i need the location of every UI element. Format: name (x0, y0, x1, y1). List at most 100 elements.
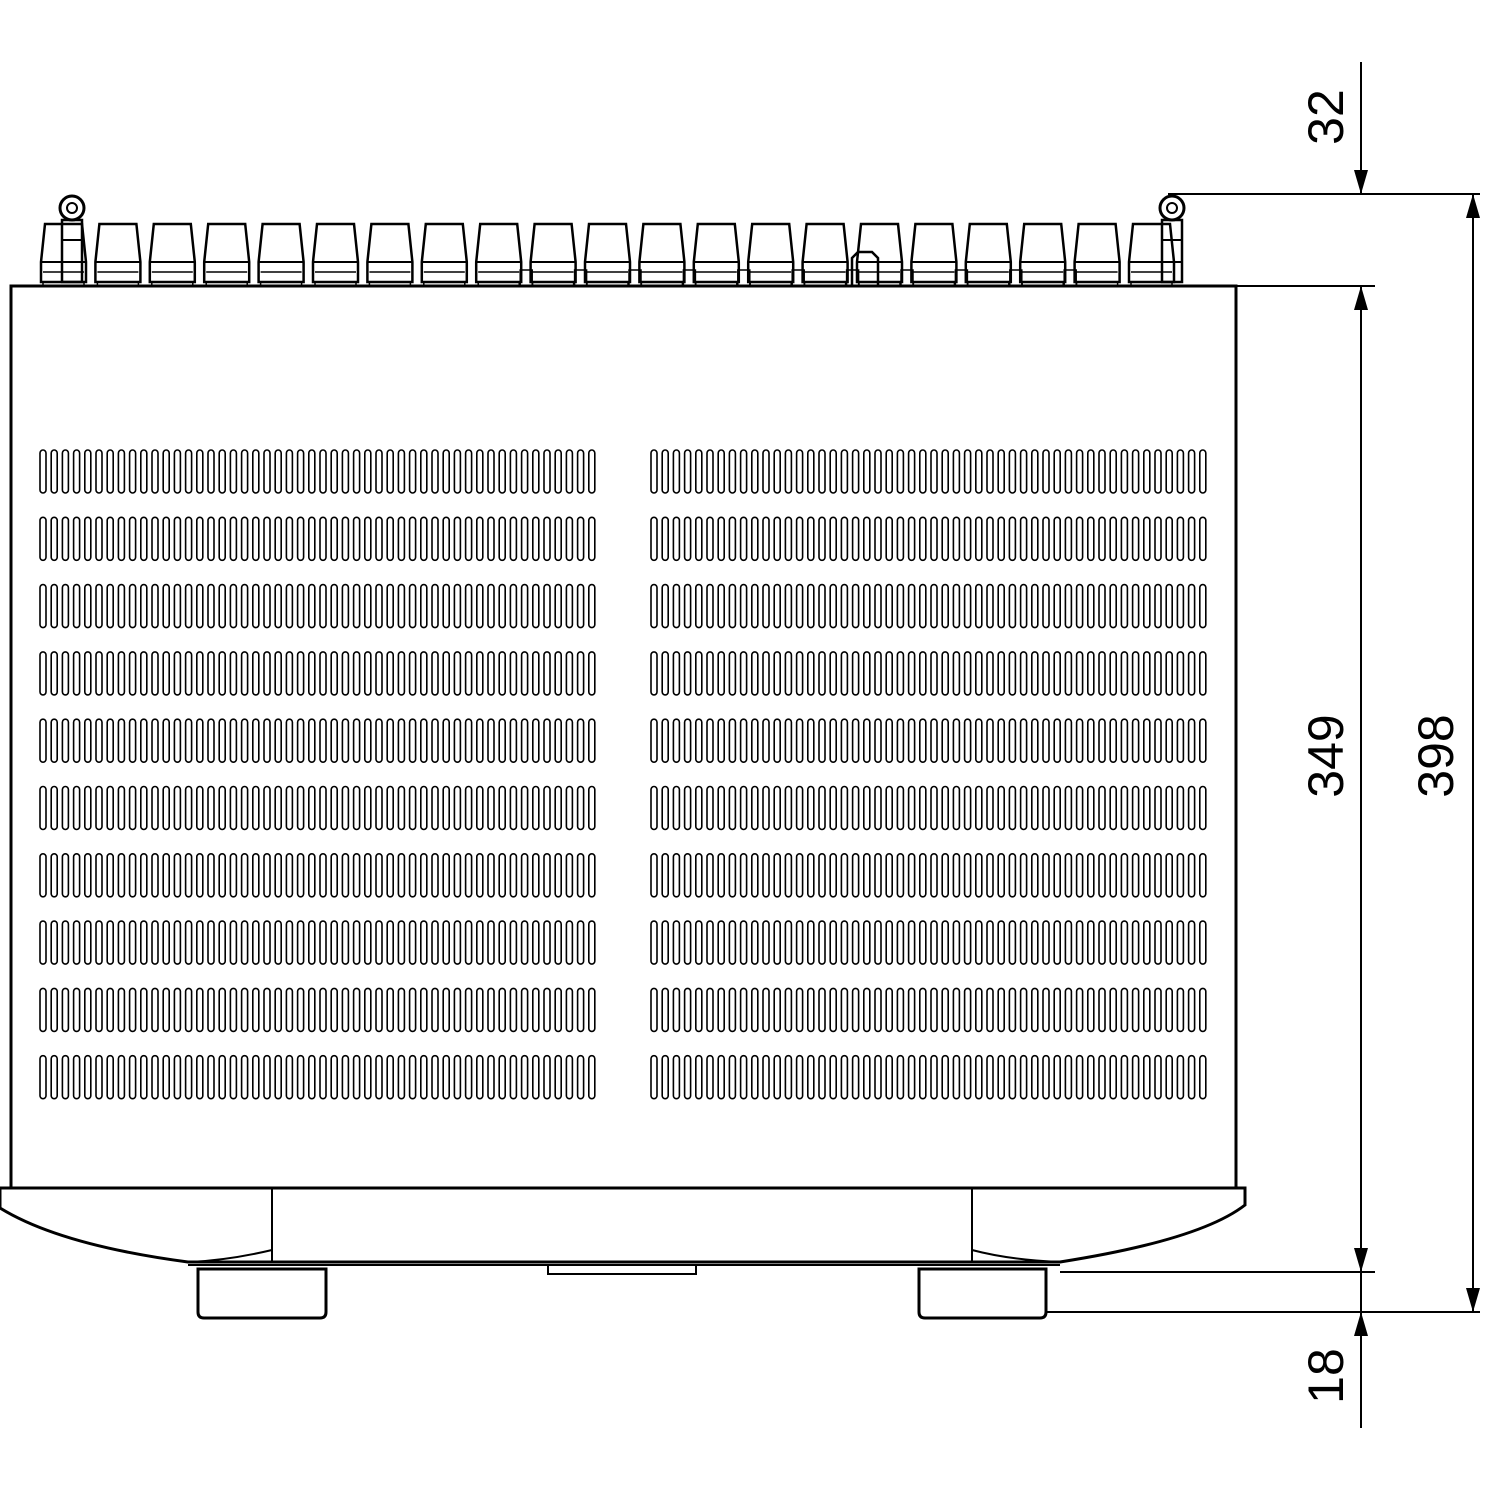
vent-slot (1087, 920, 1095, 965)
vent-slot (818, 987, 826, 1033)
vent-slot (963, 1054, 972, 1100)
vent-slot (363, 785, 372, 831)
vent-slot (952, 449, 961, 494)
vent-slot (661, 583, 670, 629)
vent-slot (1008, 852, 1017, 898)
vent-slot (952, 651, 961, 696)
vent-slot (706, 785, 714, 831)
dim-label-32: 32 (1298, 89, 1354, 145)
vent-slot (874, 785, 882, 831)
vent-slot (408, 718, 417, 764)
vent-slot (672, 1054, 681, 1100)
vent-slot (986, 1054, 994, 1100)
vent-slot (543, 449, 551, 494)
vent-slot (1042, 1054, 1050, 1100)
vent-slot (453, 449, 462, 494)
vent-slot (717, 987, 726, 1033)
vent-slot (72, 987, 81, 1033)
vent-slot (1042, 785, 1050, 831)
vent-slot (661, 516, 670, 562)
vent-slot (683, 718, 692, 764)
vent-slot (650, 987, 658, 1033)
vent-slot (307, 785, 316, 831)
vent-slot (784, 651, 793, 696)
vent-slot (39, 987, 47, 1033)
vent-slot (408, 1054, 417, 1100)
vent-slot (285, 516, 294, 562)
vent-slot (930, 516, 938, 562)
vent-slot (352, 920, 361, 965)
vent-slot (728, 785, 737, 831)
vent-slot (419, 449, 428, 494)
vent-slot (840, 718, 849, 764)
vent-slot (1165, 718, 1173, 764)
vent-slot (453, 987, 462, 1033)
terminal-post (692, 222, 741, 287)
vent-slot (907, 987, 916, 1033)
vent-slot (1131, 516, 1140, 562)
vent-slot (952, 785, 961, 831)
terminal-post (746, 222, 795, 287)
vent-slot (974, 516, 983, 562)
vent-slot (1143, 987, 1151, 1033)
vent-slot (554, 516, 563, 562)
terminal-post (1127, 222, 1176, 287)
terminal-post (311, 222, 360, 287)
vent-slot (442, 987, 451, 1033)
vent-slot (487, 852, 495, 898)
vent-slot (1075, 852, 1084, 898)
vent-slot (650, 852, 658, 898)
vent-slot (1131, 449, 1140, 494)
vent-slot (851, 449, 860, 494)
vent-slot (442, 920, 451, 965)
vent-slot (1064, 785, 1073, 831)
vent-slot (341, 516, 350, 562)
vent-slot (363, 449, 372, 494)
vent-slot (106, 1054, 114, 1100)
vent-slot (117, 852, 126, 898)
vent-slot (762, 920, 770, 965)
vent-slot (464, 852, 473, 898)
vent-slot (1187, 920, 1196, 965)
vent-slot (706, 987, 714, 1033)
vent-slot (531, 449, 540, 494)
vent-slot (862, 449, 871, 494)
vent-slot (1187, 516, 1196, 562)
vent-slot (1008, 987, 1017, 1033)
vent-slot (487, 987, 495, 1033)
vent-slot (498, 852, 507, 898)
vent-slot (319, 920, 327, 965)
vent-slot (650, 718, 658, 764)
vent-slot (885, 449, 894, 494)
vent-slot (140, 718, 148, 764)
vent-slot (997, 718, 1006, 764)
vent-slot (907, 852, 916, 898)
vent-slot (498, 718, 507, 764)
vent-slot (1154, 651, 1162, 696)
vent-slot (576, 785, 585, 831)
vent-slot (1087, 718, 1095, 764)
vent-slot (986, 987, 994, 1033)
vent-slot (162, 785, 170, 831)
vent-slot (963, 920, 972, 965)
vent-slot (1131, 920, 1140, 965)
vent-slot (587, 785, 596, 831)
vent-slot (151, 583, 159, 629)
vent-slot (397, 516, 406, 562)
vent-slot (95, 987, 103, 1033)
vent-slot (1120, 785, 1129, 831)
vent-slot (285, 583, 294, 629)
vent-slot (431, 852, 439, 898)
vent-slot (587, 449, 596, 494)
vent-slot (739, 516, 748, 562)
vent-slot (1087, 987, 1095, 1033)
vent-slot (587, 987, 596, 1033)
vent-slot (1199, 449, 1207, 494)
vent-slot (565, 920, 574, 965)
vent-slot (672, 651, 681, 696)
vent-slot (941, 516, 950, 562)
vent-slot (918, 583, 927, 629)
vent-slot (1109, 785, 1117, 831)
vent-slot (862, 516, 871, 562)
vent-slot (352, 583, 361, 629)
